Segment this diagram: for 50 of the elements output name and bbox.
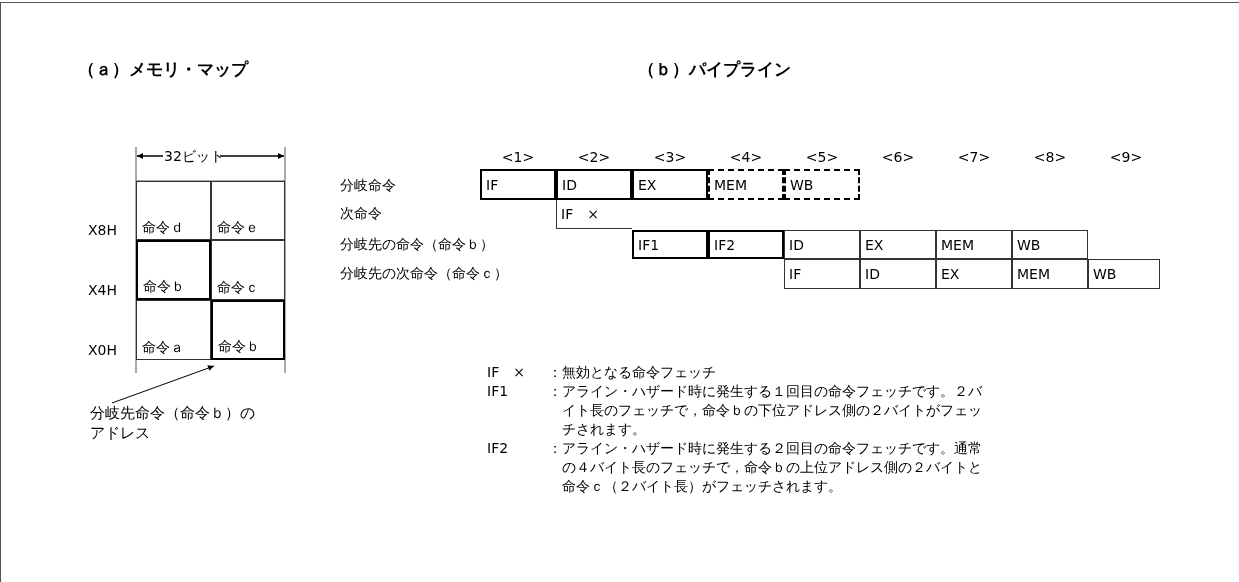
memory-cell: 命令ｂ: [136, 240, 211, 300]
cycle-number: <5>: [804, 148, 840, 166]
memory-cell: 命令ｄ: [136, 181, 211, 240]
cycle-number: <1>: [500, 148, 536, 166]
cycle-number: <7>: [956, 148, 992, 166]
pipeline-stage-cell: MEM: [936, 230, 1012, 259]
cycle-number: <8>: [1032, 148, 1068, 166]
pipeline-stage-cell: EX: [860, 230, 936, 259]
address-label: X8H: [88, 221, 118, 239]
pipeline-stage-cell: WB: [1088, 259, 1160, 289]
cycle-number: <9>: [1108, 148, 1144, 166]
leader-line: [111, 365, 215, 404]
heading: （ｂ）パイプライン: [638, 60, 791, 78]
note-text: ：アライン・ハザード時に発生する１回目の命令フェッチです。２バイト長のフェッチで，命令ｂの下位アドレス側の２バイトがフェッチされます。: [548, 382, 983, 439]
pipeline-stage-cell: ID: [556, 169, 632, 200]
row-label: 分岐先の命令（命令ｂ）: [340, 235, 494, 253]
pipeline-stage-cell: IF: [784, 259, 860, 289]
pipeline-stage-cell: WB: [784, 169, 860, 200]
heading: （ａ）メモリ・マップ: [78, 60, 248, 78]
note-term: IF1: [487, 382, 509, 400]
pipeline-stage-cell: IF2: [708, 230, 784, 259]
pipeline-stage-cell: WB: [1012, 230, 1088, 259]
pipeline-stage-cell: EX: [936, 259, 1012, 289]
row-label: 分岐先の次命令（命令ｃ）: [340, 264, 508, 282]
cycle-number: <2>: [576, 148, 612, 166]
pipeline-stage-cell: MEM: [708, 169, 784, 200]
pipeline-stage-cell: IF ×: [556, 200, 632, 229]
memory-cell: 命令ｃ: [211, 240, 285, 300]
row-label: 分岐命令: [340, 176, 396, 194]
pipeline-stage-cell: IF: [480, 169, 556, 200]
pipeline-stage-cell: IF1: [632, 230, 708, 259]
note-term: IF ×: [487, 363, 525, 381]
note-text: ：無効となる命令フェッチ: [548, 363, 717, 382]
memory-cell: 命令ａ: [136, 300, 211, 360]
note-text: ：アライン・ハザード時に発生する２回目の命令フェッチです。通常の４バイト長のフェッチで，命令ｂの上位アドレス側の２バイトと命令ｃ（２バイト長）がフェッチされます。: [548, 439, 983, 496]
address-label: X4H: [88, 281, 118, 299]
address-label: X0H: [88, 341, 118, 359]
cycle-number: <6>: [880, 148, 916, 166]
pipeline-stage-cell: ID: [860, 259, 936, 289]
pipeline-stage-cell: EX: [632, 169, 708, 200]
callout-text: 分岐先命令（命令ｂ）のアドレス: [90, 403, 260, 447]
pipeline-stage-cell: MEM: [1012, 259, 1088, 289]
cycle-number: <4>: [728, 148, 764, 166]
cycle-number: <3>: [652, 148, 688, 166]
memory-cell: 命令ｂ: [211, 300, 285, 360]
dimension-label: 32ビット: [164, 147, 224, 165]
note-term: IF2: [487, 439, 509, 457]
memory-cell: 命令ｅ: [211, 181, 285, 240]
row-label: 次命令: [340, 204, 382, 222]
pipeline-stage-cell: ID: [784, 230, 860, 259]
